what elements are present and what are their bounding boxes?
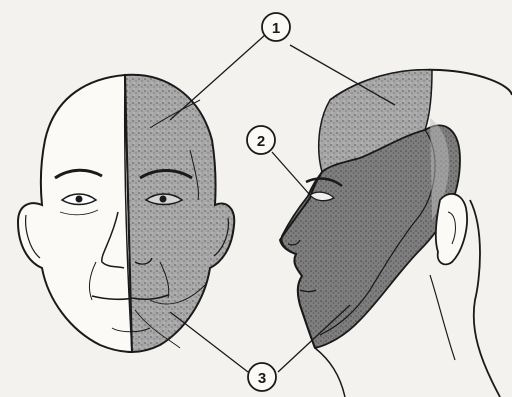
callout-2-label: 2 — [257, 133, 265, 150]
front-view-head — [18, 75, 234, 352]
callout-1-label: 1 — [272, 20, 280, 37]
profile-view-head — [280, 70, 512, 397]
profile-ear — [436, 194, 467, 265]
callout-3: 3 — [248, 363, 276, 391]
callout-1: 1 — [262, 13, 290, 41]
callout-2: 2 — [247, 126, 275, 154]
callout-3-label: 3 — [258, 370, 266, 387]
front-head-shaded-half — [125, 75, 234, 352]
front-head-outline — [18, 75, 132, 352]
